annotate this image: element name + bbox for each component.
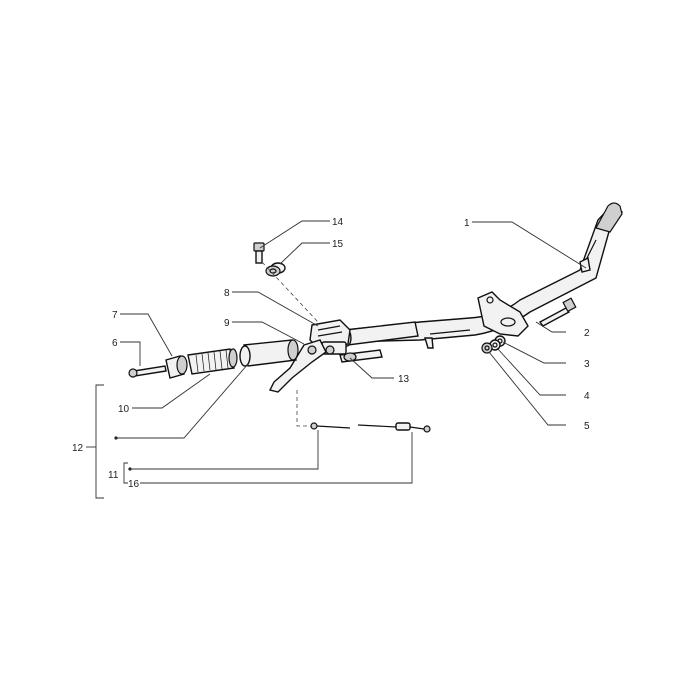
callout-15: 15 (332, 239, 344, 250)
handle-grip-10 (187, 348, 238, 375)
callout-3: 3 (584, 359, 590, 370)
callout-13: 13 (398, 374, 410, 385)
callout-4: 4 (584, 391, 590, 402)
callout-14: 14 (332, 217, 344, 228)
screw-14 (253, 242, 265, 264)
nut-washer-group (481, 335, 506, 354)
callout-11: 11 (108, 470, 119, 481)
leader-lines (86, 220, 587, 499)
cable-16 (357, 422, 431, 433)
washer-15 (265, 262, 286, 277)
callout-8: 8 (224, 288, 230, 299)
bolt-part-2 (538, 297, 577, 327)
callout-9: 9 (224, 318, 230, 329)
assembly-guide-lines (261, 261, 319, 427)
callout-16: 16 (128, 479, 140, 490)
callout-5: 5 (584, 421, 590, 432)
callout-6: 6 (112, 338, 118, 349)
bar-end-weight-7 (165, 355, 188, 379)
callout-1: 1 (464, 218, 470, 229)
brake-lever (268, 339, 327, 393)
grip-screw-6 (128, 365, 167, 378)
callout-10: 10 (118, 404, 130, 415)
handlebar-left-section (342, 321, 419, 347)
callout-2: 2 (584, 328, 590, 339)
callout-7: 7 (112, 310, 118, 321)
throttle-tube-12 (239, 339, 299, 367)
callout-labels: 1 2 3 4 5 6 7 8 9 10 11 12 13 14 15 16 (72, 217, 590, 490)
cable-11 (310, 422, 351, 430)
callout-12: 12 (72, 443, 84, 454)
